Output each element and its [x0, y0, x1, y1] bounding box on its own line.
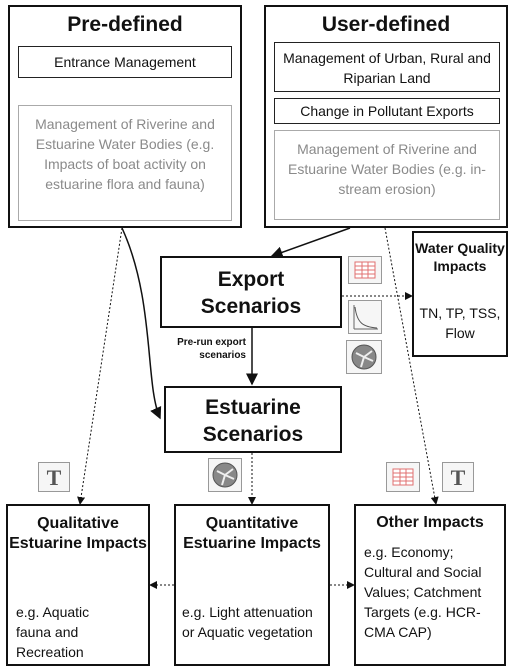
- quantitative-body: e.g. Light attenuation or Aquatic vegeta…: [182, 604, 313, 640]
- predefined-riverine-box: Management of Riverine and Estuarine Wat…: [18, 105, 232, 221]
- entrance-management-label: Entrance Management: [54, 54, 196, 70]
- water-quality-body: TN, TP, TSS, Flow: [419, 305, 501, 341]
- water-quality-title: Water Quality Impacts: [415, 240, 505, 274]
- estuarine-scenarios-title: Estuarine Scenarios: [202, 396, 304, 446]
- text-icon-right-glyph: T: [450, 465, 466, 490]
- entrance-management-box: Entrance Management: [18, 46, 232, 78]
- text-icon-left-glyph: T: [46, 465, 62, 490]
- table-icon-right: [386, 462, 420, 492]
- curve-icon: [348, 300, 382, 334]
- predefined-title: Pre-defined: [67, 13, 183, 36]
- table-icon: [348, 256, 382, 284]
- predefined-box: Pre-defined Entrance Management Manageme…: [8, 5, 242, 228]
- estuarine-scenarios-box: Estuarine Scenarios: [164, 386, 342, 453]
- qualitative-title: Qualitative Estuarine Impacts: [9, 515, 147, 552]
- text-icon-left: T: [38, 462, 70, 492]
- qualitative-box: Qualitative Estuarine Impacts e.g. Aquat…: [6, 504, 150, 666]
- userdefined-box: User-defined Management of Urban, Rural …: [264, 5, 508, 228]
- userdefined-title: User-defined: [321, 13, 451, 36]
- land-management-box: Management of Urban, Rural and Riparian …: [274, 42, 500, 92]
- userdefined-riverine-box: Management of Riverine and Estuarine Wat…: [274, 130, 500, 220]
- pollutant-exports-box: Change in Pollutant Exports: [274, 98, 500, 124]
- land-management-label: Management of Urban, Rural and Riparian …: [283, 50, 491, 86]
- prerun-label: Pre-run export scenarios: [177, 337, 246, 361]
- userdefined-riverine-label: Management of Riverine and Estuarine Wat…: [288, 141, 486, 197]
- userdefined-to-export-arrow: [270, 227, 351, 259]
- predefined-riverine-label: Management of Riverine and Estuarine Wat…: [35, 116, 215, 192]
- map-icon: [346, 340, 382, 374]
- quantitative-box: Quantitative Estuarine Impacts e.g. Ligh…: [174, 504, 330, 666]
- qualitative-body: e.g. Aquatic fauna and Recreation: [16, 604, 90, 660]
- export-scenarios-box: Export Scenarios: [160, 256, 342, 328]
- water-quality-box: Water Quality Impacts TN, TP, TSS, Flow: [412, 231, 508, 357]
- other-impacts-box: Other Impacts e.g. Economy; Cultural and…: [354, 504, 506, 666]
- text-icon-right: T: [442, 462, 474, 492]
- pollutant-exports-label: Change in Pollutant Exports: [300, 103, 474, 119]
- other-impacts-title: Other Impacts: [376, 514, 484, 531]
- other-impacts-body: e.g. Economy; Cultural and Social Values…: [364, 544, 482, 640]
- userdefined-to-other-line: [384, 227, 439, 505]
- predefined-to-estuarine-arrow: [121, 227, 162, 420]
- predefined-to-qualitative-line: [77, 227, 123, 505]
- quantitative-title: Quantitative Estuarine Impacts: [183, 515, 321, 552]
- map-icon-middle: [208, 458, 242, 492]
- export-scenarios-title: Export Scenarios: [200, 268, 302, 318]
